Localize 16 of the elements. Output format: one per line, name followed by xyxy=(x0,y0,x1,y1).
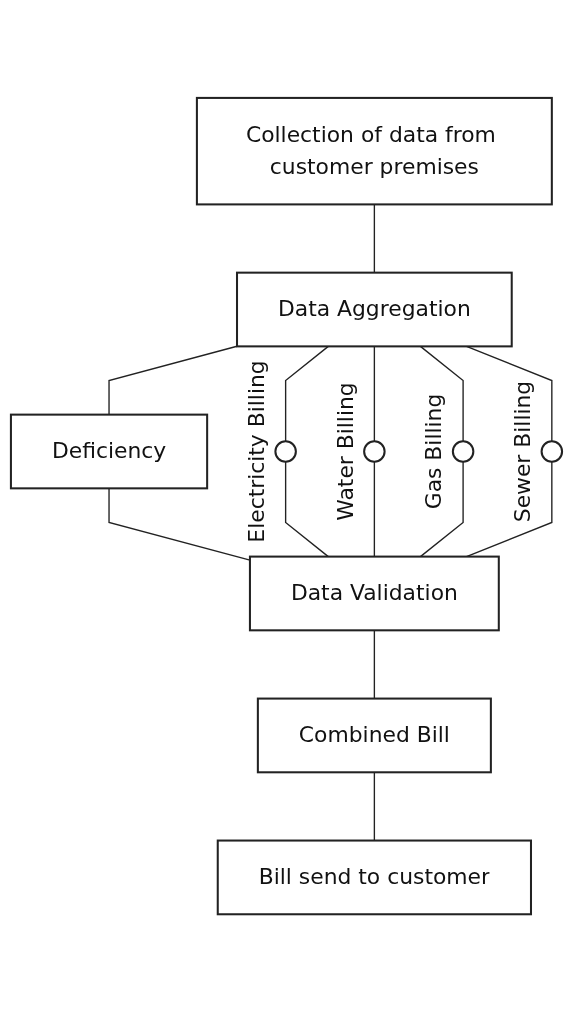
node-circle xyxy=(451,440,475,464)
billing-label: Gas Billing xyxy=(421,394,447,510)
node-box: Combined Bill xyxy=(256,697,492,774)
billing-label: Water Billing xyxy=(332,382,358,522)
node-box: Collection of data from customer premises xyxy=(195,97,553,206)
billing-label: Sewer Billing xyxy=(510,381,535,523)
node-box: Data Validation xyxy=(248,556,500,632)
node-box: Bill send to customer xyxy=(216,839,532,916)
node-box: Deficiency xyxy=(9,414,209,490)
connector xyxy=(373,204,376,274)
node-circle xyxy=(274,440,297,464)
connector xyxy=(108,346,238,416)
node-box: Data Aggregation xyxy=(236,272,513,348)
billing-label: Electricity Billing xyxy=(243,360,269,544)
node-circle xyxy=(363,440,386,464)
node-circle xyxy=(540,440,564,464)
